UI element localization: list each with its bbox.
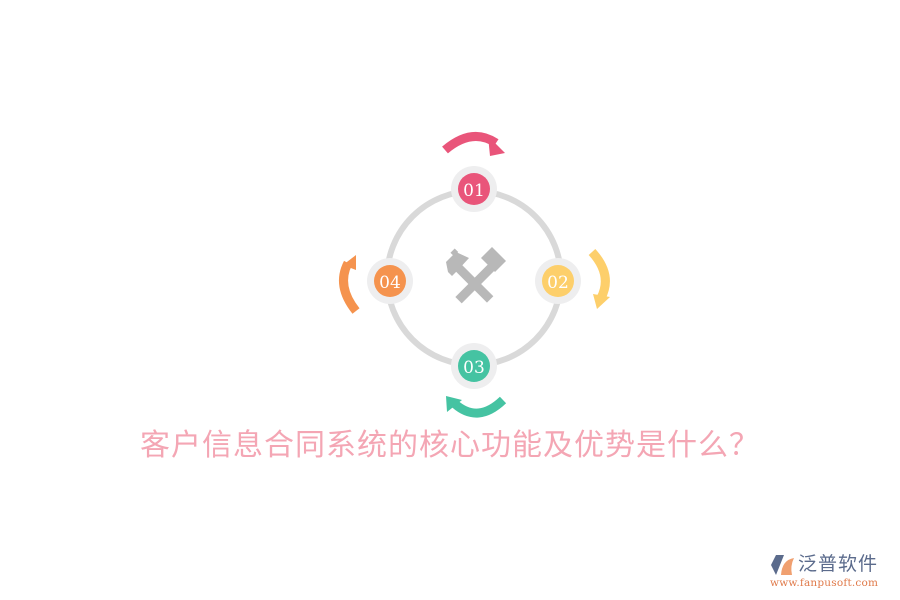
arrow-icon-left — [339, 255, 360, 314]
arrow-icon-right — [588, 248, 610, 309]
page-title: 客户信息合同系统的核心功能及优势是什么？ — [140, 428, 760, 463]
crossed-hammers-icon — [446, 247, 506, 304]
node-01 — [451, 166, 497, 212]
fanpu-logo-icon — [771, 555, 794, 575]
node-label-03: 03 — [463, 358, 485, 378]
node-label-02: 02 — [547, 273, 569, 293]
node-02 — [535, 258, 581, 304]
node-label-01: 01 — [463, 181, 485, 201]
arrow-icon-bottom — [446, 396, 507, 418]
node-label-04: 04 — [379, 273, 401, 293]
node-04 — [367, 258, 413, 304]
arrow-icon-top — [442, 131, 505, 156]
brand-logo: 泛普软件 www.fanpusoft.com — [768, 552, 894, 596]
logo-url: www.fanpusoft.com — [770, 577, 879, 589]
logo-brand-name: 泛普软件 — [798, 553, 879, 575]
node-03 — [451, 343, 497, 389]
